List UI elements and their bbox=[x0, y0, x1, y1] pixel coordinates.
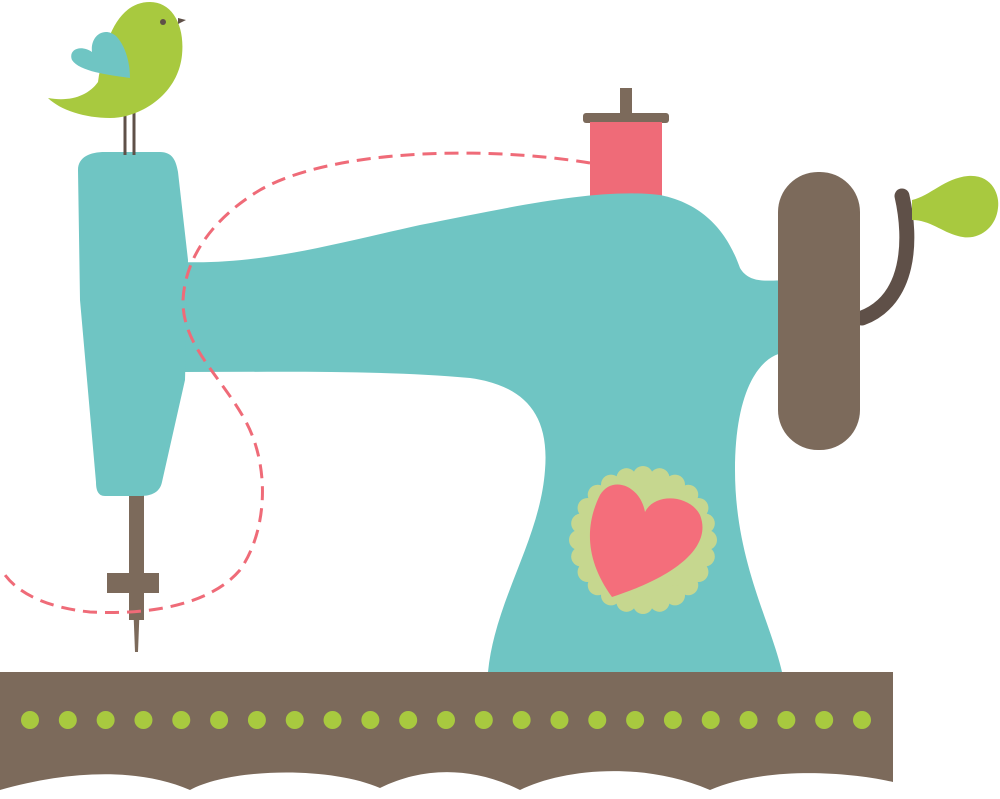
badge-scallop bbox=[571, 513, 592, 534]
base-dot bbox=[588, 711, 607, 729]
thread-line bbox=[3, 151, 591, 614]
badge-scallop bbox=[694, 546, 715, 567]
bird-wing bbox=[71, 31, 130, 78]
presser-foot bbox=[107, 573, 159, 593]
base-dot bbox=[739, 711, 758, 729]
machine-head bbox=[78, 152, 188, 496]
needle bbox=[133, 600, 140, 652]
base-dot bbox=[777, 711, 796, 729]
base-dot bbox=[701, 711, 720, 729]
heart-icon bbox=[589, 484, 703, 597]
base-dot bbox=[437, 711, 455, 729]
base-dot bbox=[853, 711, 871, 729]
hand-wheel bbox=[778, 172, 860, 450]
badge-scallop bbox=[697, 530, 717, 550]
base-dot bbox=[210, 711, 229, 729]
badge-scallop bbox=[577, 562, 598, 582]
badge-scallop bbox=[649, 591, 670, 612]
base-dot bbox=[815, 711, 834, 729]
base-dot bbox=[96, 711, 115, 729]
thread-spool bbox=[590, 122, 662, 198]
badge-scallop bbox=[616, 591, 637, 612]
base-dot bbox=[134, 711, 153, 729]
badge-scallop bbox=[571, 546, 592, 567]
base-dot bbox=[474, 711, 493, 729]
base-dot bbox=[550, 711, 569, 729]
base-dot bbox=[285, 711, 304, 729]
machine-body bbox=[180, 193, 790, 672]
base-dot bbox=[361, 711, 380, 729]
bird-beak bbox=[178, 18, 186, 24]
badge-scallop bbox=[665, 585, 685, 606]
badge-scallop bbox=[616, 468, 637, 489]
machine-base bbox=[0, 672, 893, 790]
badge-scallop bbox=[649, 468, 670, 489]
bird-eye bbox=[160, 19, 166, 25]
base-dot bbox=[172, 711, 191, 729]
spool-pin bbox=[620, 88, 632, 118]
base-dot bbox=[247, 711, 266, 729]
base-dot bbox=[626, 711, 645, 729]
badge-scallop bbox=[633, 466, 653, 486]
spool-cap bbox=[583, 113, 669, 123]
base-dot bbox=[512, 711, 531, 729]
base-dot bbox=[399, 711, 418, 729]
badge-scallop bbox=[569, 530, 589, 550]
badge-scallop bbox=[633, 594, 653, 614]
base-dots bbox=[21, 711, 871, 729]
base-dot bbox=[21, 711, 39, 729]
crank-handle bbox=[912, 175, 999, 238]
base-dot bbox=[663, 711, 682, 729]
crank-arm bbox=[854, 188, 915, 326]
base-dot bbox=[323, 711, 342, 729]
base-dot bbox=[58, 711, 77, 729]
